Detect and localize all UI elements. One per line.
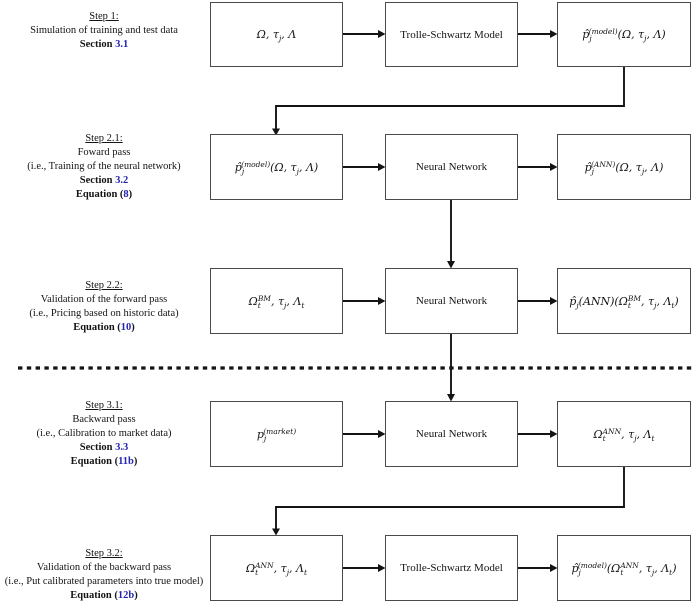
step-title-line: Step 2.1: — [0, 132, 208, 146]
math-expression: Ω, τj, Λ — [256, 28, 297, 43]
arrow-row4-left — [343, 430, 386, 438]
arrow-row2-left — [343, 163, 386, 171]
arrow-row5-left — [343, 564, 386, 572]
math-expression: pj(market) — [256, 426, 297, 443]
equation-link[interactable]: 8 — [123, 189, 129, 200]
equation-ref: Equation (12b) — [70, 590, 138, 601]
math-expression: p̂j(ANN)(ΩtBM, τj, Λt) — [569, 293, 679, 310]
section-ref: Section 3.1 — [79, 39, 129, 50]
step2-2-label: Step 2.2: Validation of the forward pass… — [0, 279, 208, 335]
box-step2-2-historic-parameters: ΩtBM, τj, Λt — [210, 268, 343, 334]
step-description: (i.e., Calibration to market data) — [36, 428, 172, 439]
section-link[interactable]: 3.2 — [115, 175, 129, 186]
step-description: (i.e., Training of the neural network) — [27, 161, 181, 172]
box-label: Neural Network — [415, 428, 488, 440]
box-step3-2-calibrated-parameters-input: ΩtANN, τj, Λt — [210, 535, 343, 601]
step-title-line: Step 1: — [0, 10, 208, 24]
equation-link[interactable]: 10 — [120, 322, 132, 333]
math-expression: p̂j(ANN)(Ω, τj, Λ) — [584, 159, 664, 176]
connector-row3-to-row4 — [447, 334, 455, 402]
box-neural-network: Neural Network — [385, 268, 518, 334]
box-step1-model-prices: p̂j(model)(Ω, τj, Λ) — [557, 2, 691, 67]
step2-1-label: Step 2.1: Foward pass (i.e., Training of… — [0, 132, 208, 202]
box-step2-1-ann-prices: p̂j(ANN)(Ω, τj, Λ) — [557, 134, 691, 200]
box-trolle-schwartz-model: Trolle-Schwartz Model — [385, 2, 518, 67]
math-expression: ΩtANN, τj, Λt — [246, 560, 307, 577]
math-expression: p̂j(model)(ΩtANN, τj, Λt) — [571, 560, 677, 577]
box-step2-1-model-prices-input: p̂j(model)(Ω, τj, Λ) — [210, 134, 343, 200]
step-description: (i.e., Put calibrated parameters into tr… — [4, 576, 204, 587]
equation-ref: Equation (11b) — [70, 456, 138, 467]
equation-link[interactable]: 12b — [117, 590, 135, 601]
arrow-row3-right — [518, 297, 558, 305]
step-description: Validation of the backward pass — [36, 562, 172, 573]
step-title-line: Step 3.1: — [0, 399, 208, 413]
box-step3-2-validation-prices: p̂j(model)(ΩtANN, τj, Λt) — [557, 535, 691, 601]
section-ref: Section 3.3 — [79, 442, 129, 453]
equation-ref: Equation (8) — [75, 189, 133, 200]
math-expression: p̂j(model)(Ω, τj, Λ) — [234, 159, 319, 176]
step-title-line: Step 2.2: — [0, 279, 208, 293]
connector-row2-to-row3 — [447, 200, 455, 269]
box-label: Neural Network — [415, 295, 488, 307]
section-link[interactable]: 3.1 — [115, 39, 129, 50]
step-description: Backward pass — [72, 414, 136, 425]
box-label: Trolle-Schwartz Model — [400, 28, 503, 41]
arrow-row2-right — [518, 163, 558, 171]
arrow-row1-left — [343, 30, 386, 38]
step-title: Step 1: — [89, 11, 119, 22]
math-expression: ΩtANN, τj, Λt — [593, 426, 655, 443]
step-title: Step 2.2: — [85, 280, 123, 291]
box-step1-input-parameters: Ω, τj, Λ — [210, 2, 343, 67]
box-label: Neural Network — [415, 161, 488, 173]
step-description: Validation of the forward pass — [40, 294, 168, 305]
box-neural-network: Neural Network — [385, 134, 518, 200]
box-trolle-schwartz-model: Trolle-Schwartz Model — [385, 535, 518, 601]
step-title: Step 2.1: — [85, 133, 123, 144]
step-description: Foward pass — [77, 147, 131, 158]
step-description: (i.e., Pricing based on historic data) — [29, 308, 179, 319]
arrow-row3-left — [343, 297, 386, 305]
arrow-row4-right — [518, 430, 558, 438]
math-expression: ΩtBM, τj, Λt — [248, 293, 305, 310]
step1-label: Step 1: Simulation of training and test … — [0, 10, 208, 52]
box-step2-2-ann-historic-prices: p̂j(ANN)(ΩtBM, τj, Λt) — [557, 268, 691, 334]
step3-1-label: Step 3.1: Backward pass (i.e., Calibrati… — [0, 399, 208, 469]
box-step3-1-market-prices: pj(market) — [210, 401, 343, 467]
section-link[interactable]: 3.3 — [115, 442, 129, 453]
step-title: Step 3.2: — [85, 548, 123, 559]
section-ref: Section 3.2 — [79, 175, 129, 186]
arrow-row5-right — [518, 564, 558, 572]
step-title-line: Step 3.2: — [0, 547, 208, 561]
arrow-row1-right — [518, 30, 558, 38]
equation-ref: Equation (10) — [73, 322, 135, 333]
box-neural-network: Neural Network — [385, 401, 518, 467]
connector-row1-to-row2 — [272, 67, 625, 136]
step-title: Step 3.1: — [85, 400, 123, 411]
connector-row4-to-row5 — [272, 467, 625, 536]
step3-2-label: Step 3.2: Validation of the backward pas… — [0, 547, 208, 603]
equation-link[interactable]: 11b — [118, 456, 134, 467]
box-label: Trolle-Schwartz Model — [400, 562, 503, 574]
box-step3-1-calibrated-parameters: ΩtANN, τj, Λt — [557, 401, 691, 467]
step-description: Simulation of training and test data — [30, 25, 178, 36]
math-expression: p̂j(model)(Ω, τj, Λ) — [582, 27, 666, 43]
